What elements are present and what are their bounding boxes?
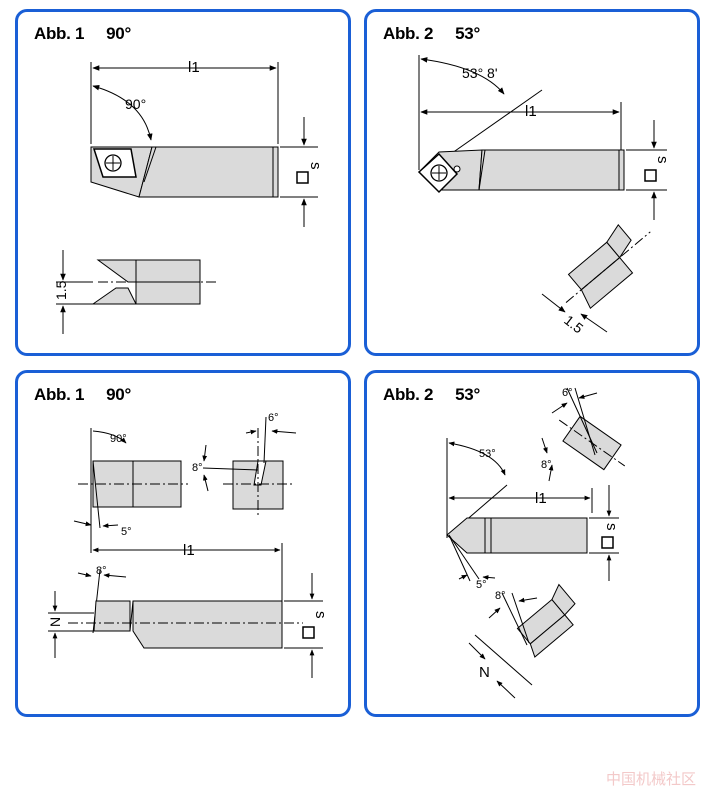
figure-angle: 53° — [455, 385, 480, 404]
panel-title: Abb. 2 53° — [383, 24, 480, 44]
angle-arc-90 — [92, 85, 153, 141]
dim-label-l1: l1 — [525, 103, 537, 120]
angle-label-53: 53° — [479, 448, 496, 460]
dim-label-s: s — [603, 523, 620, 531]
panel-title: Abb. 1 90° — [34, 385, 131, 405]
angle-label-8b: 8° — [495, 590, 506, 602]
figure-label: Abb. 1 — [34, 385, 85, 404]
panel-abb1-90-top: Abb. 1 90° l1 90° s — [15, 9, 351, 356]
dim-label-N: N — [479, 664, 490, 681]
angle-label-6: 6° — [268, 412, 279, 424]
dim-label-15: 1.5 — [53, 280, 69, 300]
dim-label-s: s — [654, 156, 671, 164]
dim-label-l1: l1 — [535, 490, 547, 507]
angle-label-8b: 8° — [96, 565, 107, 577]
tool-shank — [138, 146, 274, 198]
dim-label-l1: l1 — [183, 542, 195, 559]
angle-label-8: 8° — [192, 462, 203, 474]
dim-label-N: N — [47, 617, 63, 627]
figure-angle: 90° — [106, 24, 131, 43]
panel-title: Abb. 1 90° — [34, 24, 131, 44]
dim-label-l1: l1 — [188, 59, 200, 76]
panel-abb1-90-bottom: Abb. 1 90° 90° 5° 6° 8° l1 — [15, 370, 351, 717]
angle-label-90: 90° — [110, 433, 127, 445]
dim-label-s: s — [307, 162, 324, 170]
dim-label-s: s — [312, 611, 329, 619]
angle-label-6: 6° — [562, 387, 573, 399]
angle-label-53-8: 53° 8' — [462, 65, 498, 81]
tool-drawing-abb2-bottom: 6° 8° 53° l1 5° s — [446, 387, 626, 699]
figure-angle: 53° — [455, 24, 480, 43]
angle-label-90: 90° — [125, 96, 146, 112]
panel-abb2-53-top: Abb. 2 53° l1 53° 8' s — [364, 9, 700, 356]
figure-label: Abb. 2 — [383, 24, 434, 43]
tool-drawing-abb1-top: l1 90° s 1.5 — [53, 59, 324, 334]
panel-abb2-53-bottom: Abb. 2 53° 6° 8° 53° l1 — [364, 370, 700, 717]
angle-label-5: 5° — [476, 579, 487, 591]
figure-label: Abb. 2 — [383, 385, 434, 404]
angle-label-8: 8° — [541, 459, 552, 471]
figure-label: Abb. 1 — [34, 24, 85, 43]
watermark: 中国机械社区 — [605, 770, 696, 788]
tool-drawing-abb1-bottom: 90° 5° 6° 8° l1 8° — [47, 412, 329, 678]
panel-title: Abb. 2 53° — [383, 385, 480, 405]
figure-angle: 90° — [106, 385, 131, 404]
square-symbol — [296, 171, 309, 184]
angle-label-5: 5° — [121, 526, 132, 538]
tool-drawing-abb2-top: l1 53° 8' s 1.5 — [417, 55, 671, 336]
